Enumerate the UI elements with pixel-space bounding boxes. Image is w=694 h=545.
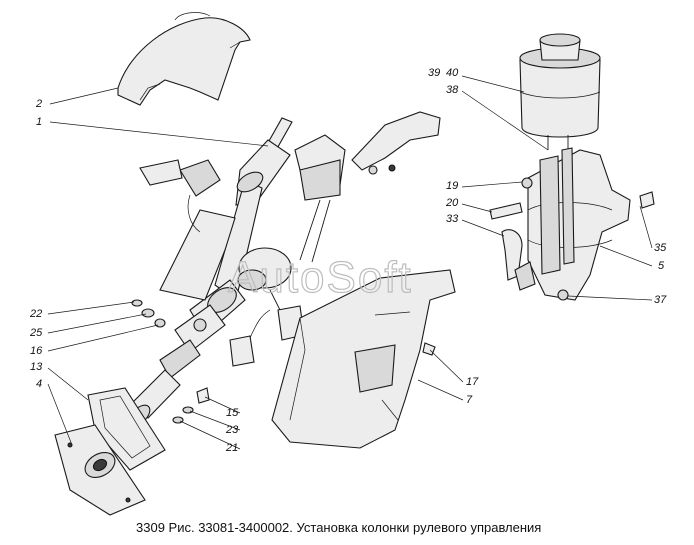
fluid-reservoir bbox=[519, 33, 601, 150]
mounting-bracket-left bbox=[139, 159, 236, 301]
callout-1: 1 bbox=[36, 116, 42, 128]
column-shroud-lower bbox=[271, 269, 456, 449]
combination-switch bbox=[294, 134, 346, 263]
callout-2: 2 bbox=[35, 98, 42, 110]
intermediate-shaft bbox=[129, 304, 226, 426]
leader-lines bbox=[47, 75, 653, 450]
ignition-switch bbox=[237, 247, 292, 311]
callout-17: 17 bbox=[466, 376, 479, 388]
callout-22: 22 bbox=[29, 308, 42, 320]
callout-13: 13 bbox=[30, 361, 43, 373]
callout-20: 20 bbox=[445, 197, 459, 209]
stalk-lever bbox=[351, 111, 441, 175]
fasteners-right bbox=[489, 177, 655, 301]
return-hose bbox=[501, 229, 536, 291]
watermark: AutoSoft bbox=[228, 253, 413, 302]
callout-16: 16 bbox=[30, 345, 43, 357]
callout-39: 39 bbox=[428, 67, 440, 79]
callout-38: 38 bbox=[446, 84, 459, 96]
callout-33: 33 bbox=[446, 213, 459, 225]
callout-37: 37 bbox=[654, 294, 667, 306]
floor-flange bbox=[54, 424, 146, 516]
callout-4: 4 bbox=[36, 378, 42, 390]
gasket bbox=[87, 387, 166, 471]
callout-23: 23 bbox=[225, 424, 239, 436]
column-shroud-upper bbox=[117, 12, 251, 106]
callout-40: 40 bbox=[446, 67, 459, 79]
callout-35: 35 bbox=[654, 242, 667, 254]
reservoir-bracket bbox=[527, 147, 631, 301]
callout-15: 15 bbox=[226, 407, 239, 419]
figure-caption: 3309 Рис. 33081-3400002. Установка колон… bbox=[136, 520, 541, 535]
callout-25: 25 bbox=[29, 327, 43, 339]
callout-21: 21 bbox=[225, 442, 238, 454]
callout-19: 19 bbox=[446, 180, 458, 192]
callout-7: 7 bbox=[466, 394, 473, 406]
callout-5: 5 bbox=[658, 260, 665, 272]
